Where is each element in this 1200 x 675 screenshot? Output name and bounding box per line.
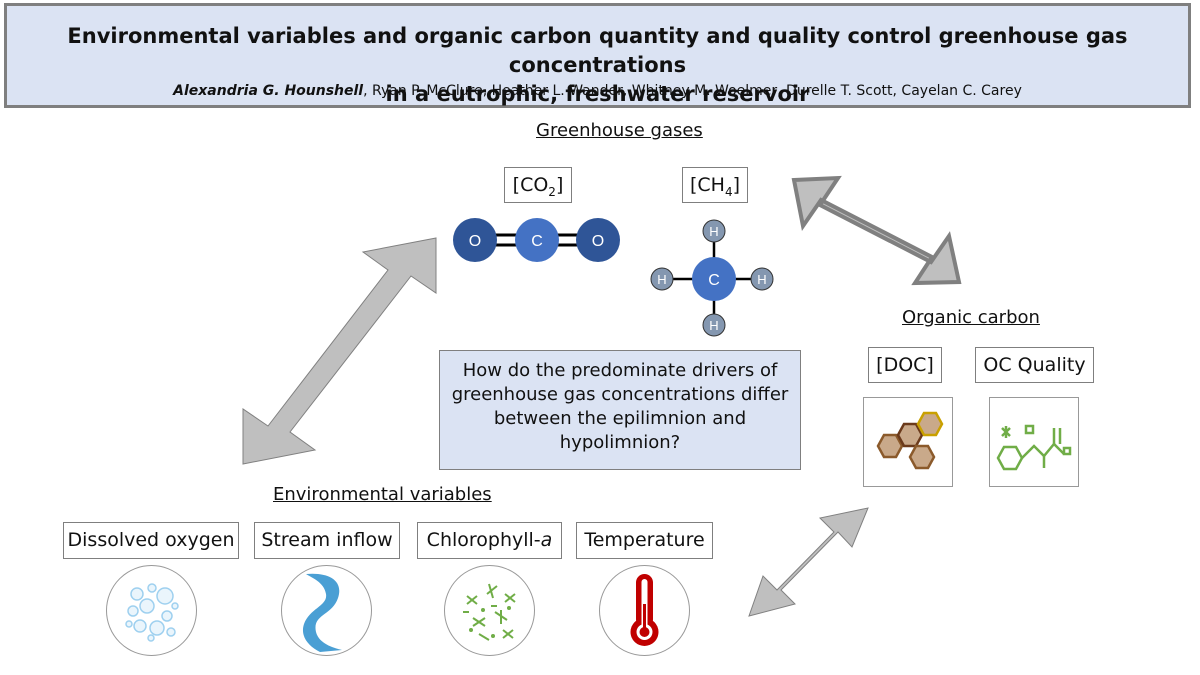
title-line-1: Environmental variables and organic carb… [67,24,1128,77]
environmental-variables-heading: Environmental variables [273,484,492,505]
arrow-ghg-environmental [242,237,437,465]
ch4-hydrogen-atom-right [750,267,774,291]
co2-oxygen-atom-right [576,218,620,262]
ch4-carbon-atom [692,257,736,301]
stream-inflow-circle [281,565,372,656]
chlorophyll-text: Chlorophyll- [426,529,541,551]
ch4-hydrogen-atom-top [702,219,726,243]
dissolved-oxygen-circle [106,565,197,656]
ch4-hydrogen-atom-bottom [702,313,726,337]
co2-o-label-right: O [592,233,604,250]
ch4-label-box: [CH4] [682,167,748,203]
stream-inflow-label: Stream inflow [254,522,400,559]
poster-title: Environmental variables and organic carb… [7,22,1188,109]
co2-c-label: C [531,233,543,250]
co-authors: , Ryan P. McClure, Heather L. Wander, Wh… [363,83,1022,99]
oxygen-bubbles-icon [125,583,179,642]
oc-quality-card [989,397,1079,487]
chlorophyll-label: Chlorophyll-a [417,522,562,559]
organic-carbon-heading: Organic carbon [902,307,1040,328]
co2-o-label-left: O [469,233,481,250]
arrow-organic-carbon-environmental [748,507,869,617]
co2-label-box: [CO2] [504,167,572,203]
ch4-h-label-top: H [709,224,718,239]
temperature-label: Temperature [576,522,713,559]
research-question-text: How do the predominate drivers of greenh… [451,360,789,453]
thermometer-icon [630,574,659,646]
ch4-h-label-left: H [657,272,666,287]
ch4-hydrogen-atom-left [650,267,674,291]
arrow-ghg-organic-carbon [791,175,962,286]
ch4-h-label-bottom: H [709,318,718,333]
title-line-2: in a eutrophic, freshwater reservoir [385,82,810,106]
title-banner: Environmental variables and organic carb… [4,3,1191,108]
ch4-molecule: C H H H H [650,219,774,337]
stream-icon [302,573,342,652]
ch4-h-label-right: H [757,272,766,287]
author-list: Alexandria G. Hounshell, Ryan P. McClure… [7,83,1188,99]
doc-hexagon-icon [876,411,944,470]
first-author: Alexandria G. Hounshell [173,83,364,99]
co2-carbon-atom [515,218,559,262]
doc-label-box: [DOC] [868,347,942,383]
ch4-c-label: C [708,272,720,289]
chlorophyll-a-italic: a [540,529,553,551]
chlorophyll-circle [444,565,535,656]
algae-icon [463,583,516,641]
ch4-formula: CH [697,174,725,196]
oc-quality-label-box: OC Quality [975,347,1094,383]
co2-subscript: 2 [548,184,556,199]
greenhouse-gases-heading: Greenhouse gases [536,120,703,141]
dissolved-oxygen-label: Dissolved oxygen [63,522,239,559]
research-question-box: How do the predominate drivers of greenh… [439,350,801,470]
temperature-circle [599,565,690,656]
co2-molecule: O C O [453,218,620,262]
ch4-subscript: 4 [724,184,733,199]
doc-card [863,397,953,487]
co2-oxygen-atom-left [453,218,497,262]
oc-molecule-icon [996,424,1072,471]
co2-formula: CO [520,174,549,196]
